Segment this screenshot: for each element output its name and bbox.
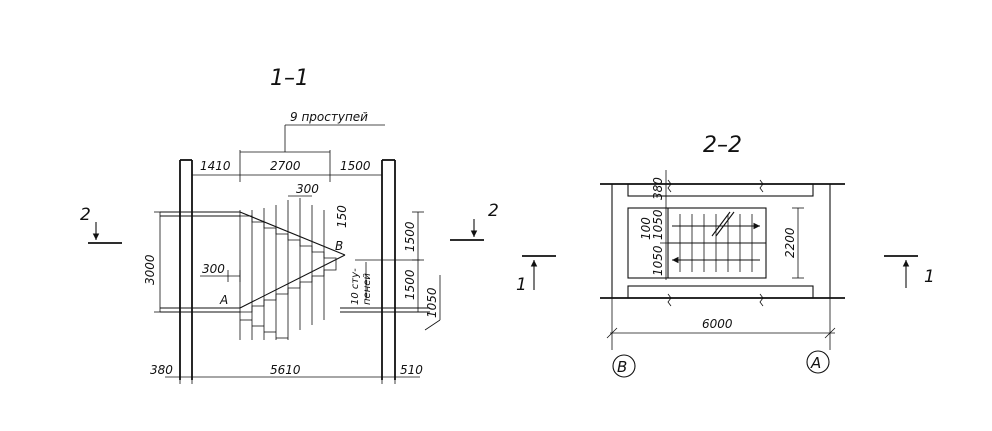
- axis-left-label: В: [617, 358, 627, 376]
- dim-plan-1050-a: 1050: [651, 209, 665, 240]
- dim-tread-300: 300: [296, 182, 319, 196]
- cut-marker-2-left: [88, 222, 122, 244]
- plan-bottom-dimension: [606, 298, 836, 350]
- flight-balusters: [239, 198, 325, 340]
- dim-1500-upper: 1500: [403, 221, 417, 252]
- section-1-1: 1–1: [80, 66, 499, 384]
- section-1-title: 1–1: [270, 66, 309, 91]
- height-dimension-left: [154, 211, 166, 313]
- upper-landing: [160, 211, 240, 217]
- dim-plan-6000: 6000: [702, 317, 733, 331]
- axis-right-label: А: [810, 354, 821, 372]
- lower-flight: [239, 254, 346, 339]
- dim-2700: 2700: [270, 159, 301, 173]
- left-wall: [179, 159, 193, 380]
- cut-1-left-label: 1: [516, 275, 527, 295]
- cut-marker-1-right: [884, 255, 918, 288]
- dim-1050: 1050: [425, 287, 439, 318]
- plan-walls: [600, 179, 845, 307]
- dim-plan-1050-b: 1050: [651, 245, 665, 276]
- axis-bubble-right: [806, 350, 830, 374]
- risers-note-line-2: пеней: [362, 273, 373, 305]
- landing-offset-dimension: [200, 270, 241, 282]
- section-2-title: 2–2: [703, 133, 742, 158]
- section-2-2: 2–2: [516, 133, 935, 378]
- dim-plan-2200: 2200: [783, 227, 797, 258]
- bottom-dimension-chain: [165, 370, 420, 384]
- cut-marker-1-left: [522, 255, 556, 290]
- lower-landing: [160, 307, 430, 313]
- point-b-label: В: [335, 239, 343, 253]
- steps-count-label: 9 проступей: [290, 110, 368, 124]
- dim-wall-510: 510: [400, 363, 423, 377]
- cut-2-right-label: 2: [488, 201, 499, 221]
- risers-note-line-1: 10 сту-: [350, 268, 361, 305]
- dim-1500-top: 1500: [340, 159, 371, 173]
- dim-plan-380: 380: [651, 177, 665, 200]
- dim-1500-lower: 1500: [403, 269, 417, 300]
- upper-flight: [239, 211, 346, 264]
- dim-plan-100: 100: [639, 217, 653, 240]
- height-dimension-right: [355, 211, 441, 331]
- point-a-label: А: [219, 293, 228, 307]
- cut-2-left-label: 2: [80, 205, 91, 225]
- right-wall: [381, 159, 396, 380]
- dim-riser-150: 150: [335, 205, 349, 228]
- plan-left-dimensions: [660, 170, 672, 280]
- plan-right-dimension: [792, 207, 804, 279]
- cut-marker-2-right: [450, 219, 484, 241]
- plan-stair-flights: [627, 207, 767, 279]
- dim-1410: 1410: [200, 159, 231, 173]
- dim-5610: 5610: [270, 363, 301, 377]
- top-dimension-chain: [191, 124, 385, 182]
- dim-3000: 3000: [143, 254, 157, 285]
- dim-wall-380: 380: [150, 363, 173, 377]
- dim-offset-300: 300: [202, 262, 225, 276]
- axis-bubble-left: [612, 354, 636, 378]
- cut-1-right-label: 1: [924, 267, 935, 287]
